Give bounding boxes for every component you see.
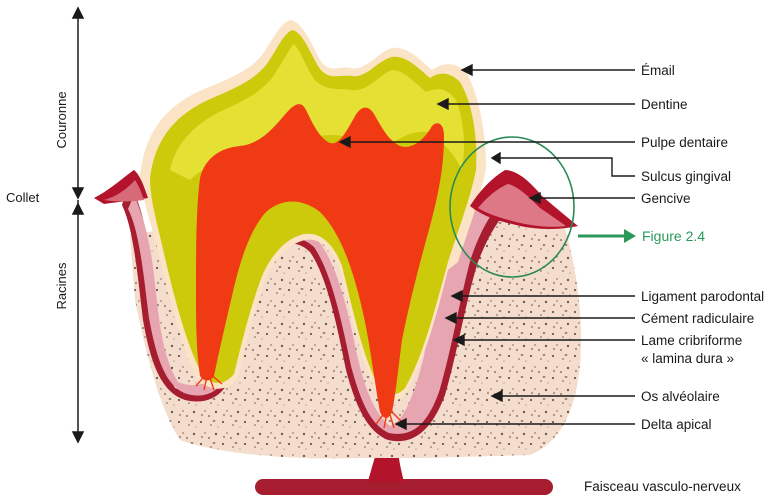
couronne-label: Couronne: [54, 91, 69, 148]
figure-ref-label: Figure 2.4: [642, 228, 705, 244]
cement-label: Cément radiculaire: [641, 311, 754, 326]
ligament-label: Ligament parodontal: [641, 289, 764, 304]
side-axis: [73, 8, 83, 442]
sulcus-label: Sulcus gingival: [641, 169, 731, 184]
email-label: Émail: [641, 63, 675, 78]
figure-arrow: [578, 229, 636, 243]
collet-label: Collet: [6, 190, 40, 205]
lame-label-line2: « lamina dura »: [641, 351, 734, 366]
os-label: Os alvéolaire: [641, 389, 720, 404]
lame-label-line1: Lame cribriforme: [641, 333, 742, 348]
pulpe-label: Pulpe dentaire: [641, 135, 728, 150]
nerve-bundle: [255, 479, 553, 495]
dentine-label: Dentine: [641, 97, 688, 112]
faisceau-label: Faisceau vasculo-nerveux: [584, 479, 741, 494]
racines-label: Racines: [54, 262, 69, 309]
gencive-label: Gencive: [641, 191, 691, 206]
delta-label: Delta apical: [641, 417, 712, 432]
